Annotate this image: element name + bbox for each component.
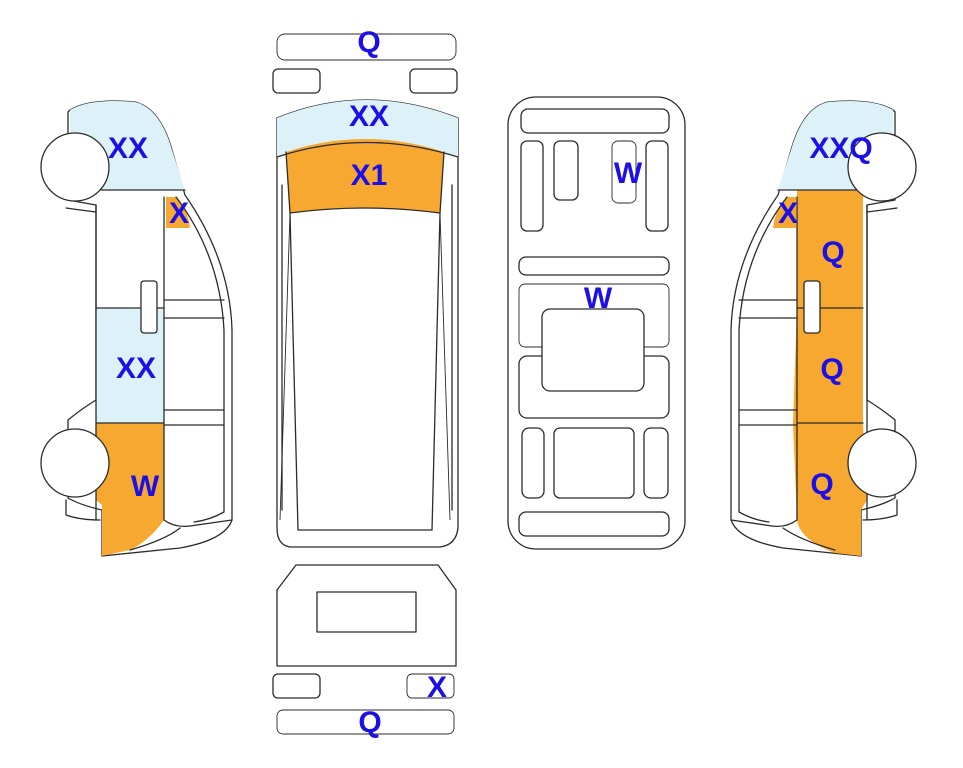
right-windshield-label: XXQ bbox=[809, 132, 872, 165]
right-front-door-glass-zone[interactable] bbox=[773, 197, 796, 228]
top-front-bumper-label: Q bbox=[357, 26, 380, 59]
right-panel-middle[interactable] bbox=[793, 308, 863, 423]
top-left-mirror bbox=[272, 68, 321, 94]
top-windshield-zone[interactable] bbox=[277, 100, 458, 157]
right-front-door-glass-label: X bbox=[778, 197, 798, 230]
damage-labels: XX X XX W Q XX X1 W W XXQ X Q Q Q X Q bbox=[108, 26, 873, 739]
right-panel-upper-label: Q bbox=[821, 236, 844, 269]
top-view bbox=[272, 33, 459, 548]
rear-bumper[interactable] bbox=[276, 709, 455, 735]
rear-view bbox=[272, 564, 457, 735]
right-panel-lower-label: Q bbox=[810, 468, 833, 501]
roof-small-panel-label: W bbox=[614, 157, 643, 190]
rear-right-light[interactable] bbox=[406, 673, 455, 699]
left-front-door-glass-zone[interactable] bbox=[166, 197, 190, 228]
right-front-wheel bbox=[847, 132, 917, 202]
rear-bumper-label: Q bbox=[358, 706, 381, 739]
left-middle-glass-label: XX bbox=[116, 352, 156, 385]
rear-light-label: X bbox=[427, 671, 447, 704]
roof-small-panel[interactable] bbox=[611, 140, 637, 204]
left-door-handle bbox=[140, 280, 158, 334]
roof-hatch bbox=[541, 308, 645, 392]
left-rear-quarter-label: W bbox=[131, 470, 160, 503]
roof-center-panel-label: W bbox=[584, 282, 613, 315]
left-rear-wheel bbox=[40, 428, 110, 498]
rear-window bbox=[316, 591, 417, 633]
top-front-bumper[interactable] bbox=[276, 33, 457, 61]
top-hood-label: X1 bbox=[351, 159, 388, 192]
left-side-view bbox=[40, 100, 233, 557]
top-hood-zone[interactable] bbox=[286, 139, 444, 213]
left-front-door-glass-label: X bbox=[169, 197, 189, 230]
right-panel-upper[interactable] bbox=[797, 190, 863, 308]
right-side-view bbox=[730, 100, 917, 557]
right-panel-middle-label: Q bbox=[820, 353, 843, 386]
left-front-wheel bbox=[40, 132, 110, 202]
right-rear-wheel bbox=[847, 428, 917, 498]
roof-view bbox=[507, 96, 686, 550]
left-rear-quarter-zone[interactable] bbox=[96, 423, 164, 556]
rear-left-light bbox=[272, 673, 321, 699]
top-windshield-label: XX bbox=[349, 100, 389, 133]
left-windshield-label: XX bbox=[108, 132, 148, 165]
right-door-handle bbox=[803, 280, 821, 334]
top-right-mirror bbox=[409, 68, 458, 94]
